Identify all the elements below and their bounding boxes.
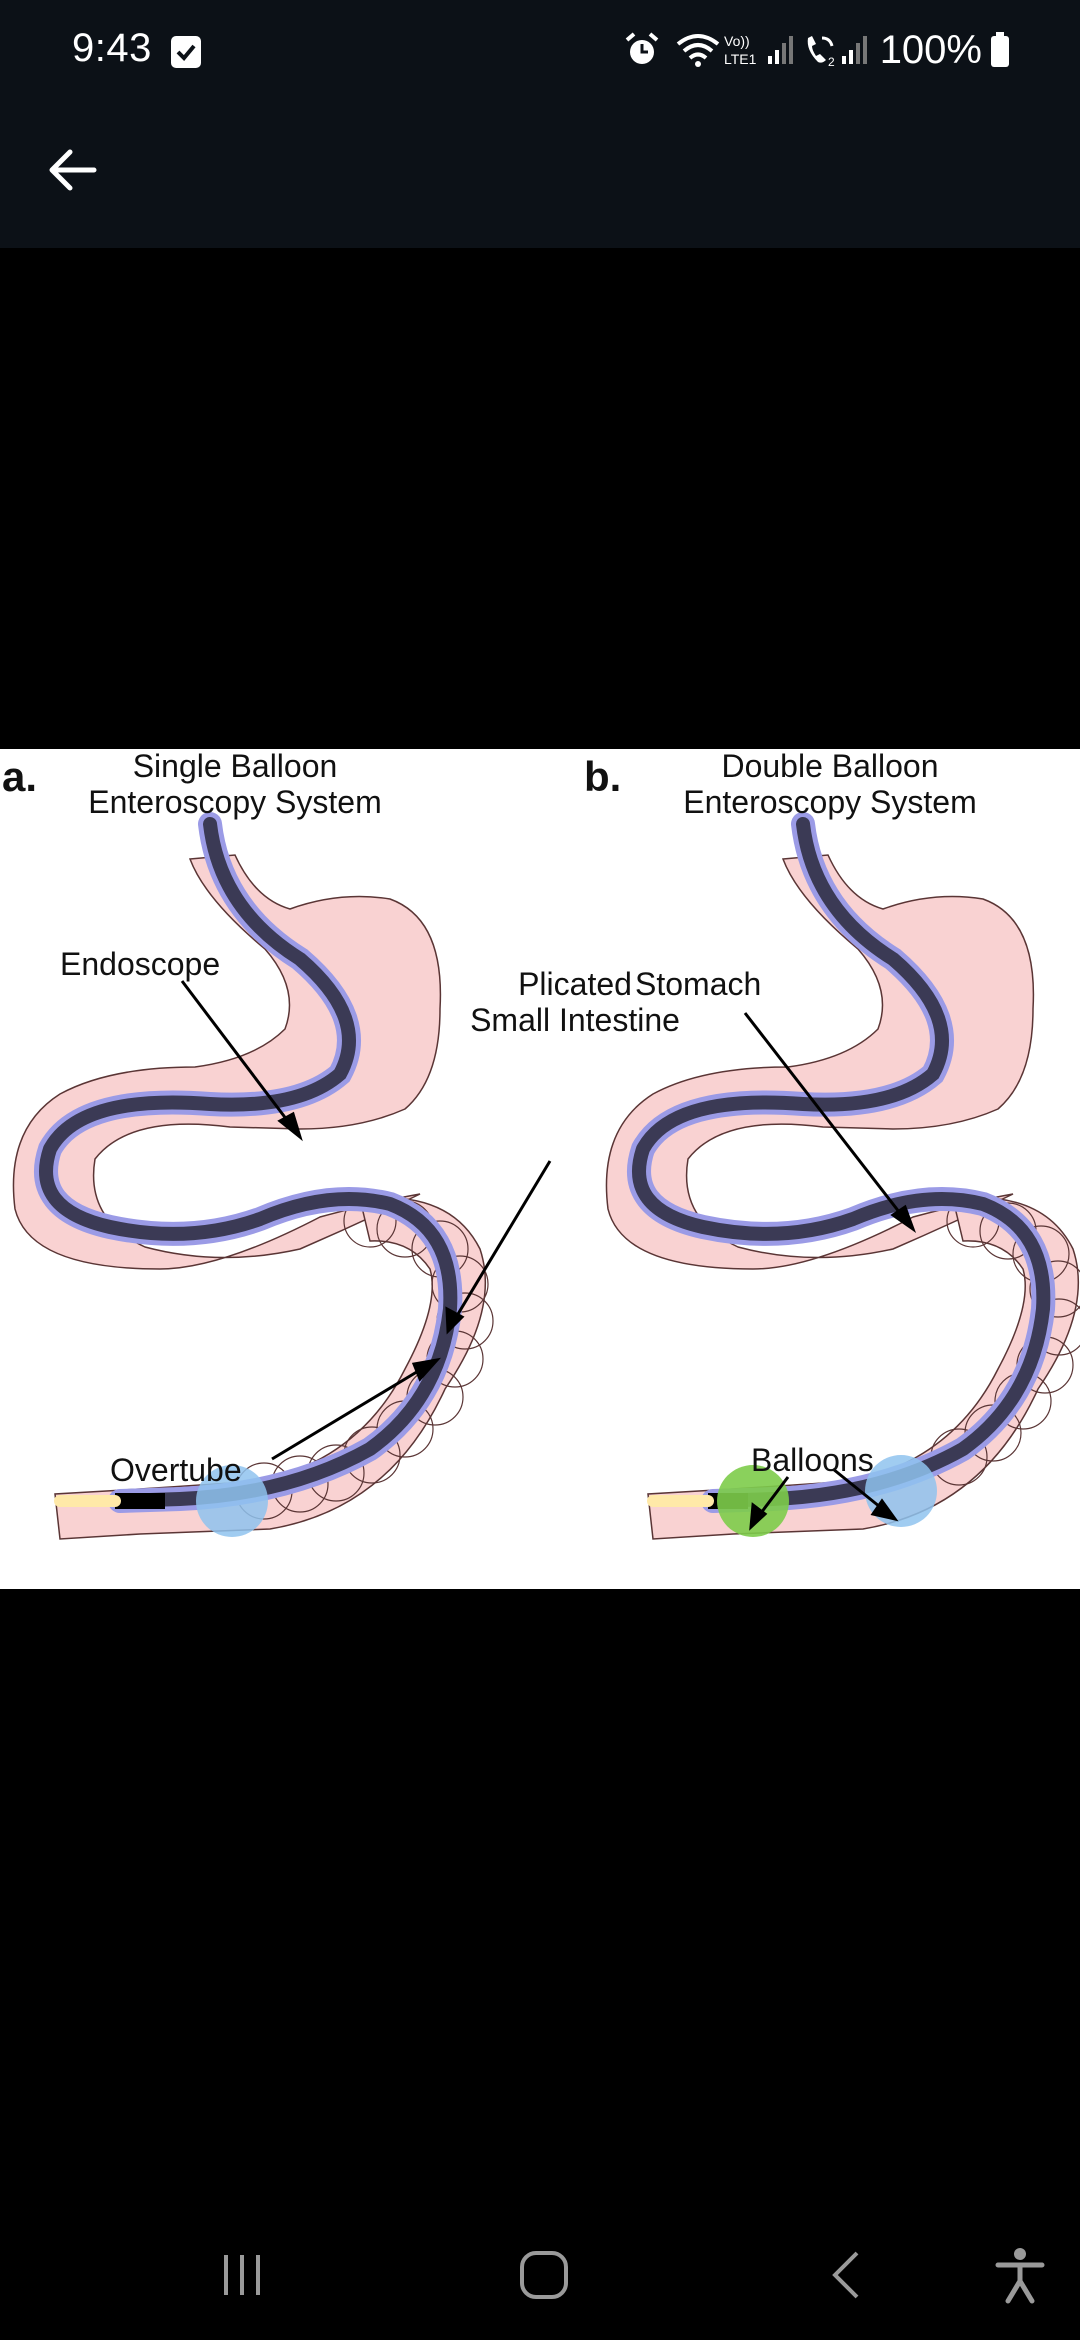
battery-icon <box>991 32 1009 67</box>
signal-1-icon <box>767 36 793 64</box>
volte-label: Vo)) <box>724 33 750 49</box>
volte-icon: Vo)) LTE1 <box>724 33 757 67</box>
recent-apps-button[interactable] <box>197 2230 287 2320</box>
back-nav-button[interactable] <box>804 2230 894 2320</box>
label-endoscope: Endoscope <box>60 946 220 982</box>
signal-2-icon <box>841 36 867 64</box>
battery-percent: 100% <box>879 27 982 72</box>
alarm-icon <box>625 32 658 64</box>
panel-b-title-line1: Double Balloon <box>721 749 938 784</box>
balloon-a <box>196 1465 268 1537</box>
panel-b-title-line2: Enteroscopy System <box>683 784 976 820</box>
endoscope-b <box>632 817 1051 1508</box>
arrow-left-icon <box>49 149 97 191</box>
label-balloons: Balloons <box>751 1442 874 1478</box>
accessibility-icon <box>995 2248 1045 2304</box>
panel-a: a. Single Balloon Enteroscopy System End… <box>2 749 680 1540</box>
recent-apps-icon <box>224 2255 260 2295</box>
panel-b-letter: b. <box>584 753 621 800</box>
chevron-left-icon <box>832 2251 859 2299</box>
scope-tip-a <box>115 1493 165 1509</box>
app-bar <box>0 102 1080 248</box>
home-button[interactable] <box>499 2230 589 2320</box>
panel-b: b. Double Balloon Enteroscopy System Sto… <box>584 749 1080 1540</box>
wifi-calling-icon: 2 <box>807 36 835 69</box>
enteroscopy-diagram[interactable]: a. Single Balloon Enteroscopy System End… <box>0 749 1080 1589</box>
clock: 9:43 <box>72 26 152 70</box>
lte-label: LTE1 <box>724 51 757 67</box>
panel-a-title-line2: Enteroscopy System <box>88 784 381 820</box>
balloon-green <box>717 1465 789 1537</box>
notification-check-icon <box>171 36 201 68</box>
balloon-blue <box>865 1455 937 1527</box>
endoscope-a <box>39 817 458 1508</box>
panel-a-title-line1: Single Balloon <box>133 749 338 784</box>
label-stomach: Stomach <box>635 966 761 1002</box>
wifi-icon <box>676 34 719 67</box>
accessibility-button[interactable] <box>975 2230 1065 2320</box>
panel-a-letter: a. <box>2 753 37 800</box>
navigation-bar <box>0 2204 1080 2340</box>
status-icons: Vo)) LTE1 2 100% <box>622 26 1010 74</box>
sim2-label: 2 <box>828 55 835 69</box>
label-plicated-line2: Small Intestine <box>470 1002 680 1038</box>
status-bar: 9:43 Vo)) LTE1 2 <box>0 0 1080 102</box>
label-overtube: Overtube <box>110 1452 242 1488</box>
back-button[interactable] <box>30 128 114 212</box>
home-icon <box>520 2251 568 2299</box>
label-plicated-line1: Plicated <box>518 966 632 1002</box>
